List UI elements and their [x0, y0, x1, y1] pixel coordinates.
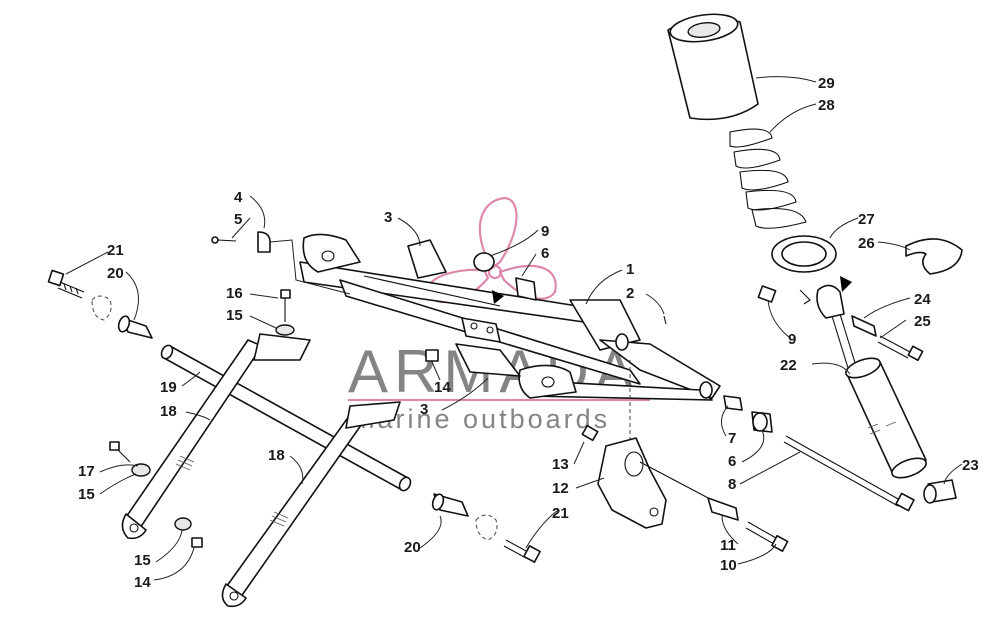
callout-labels: 21 20 4 5 3 9 6 1 2 16 15 19 18 14 3 17 …: [78, 75, 979, 591]
callout-15-low: 15: [134, 552, 151, 569]
callout-4: 4: [234, 189, 243, 206]
washer-15-top: [275, 324, 295, 336]
nut-13: [581, 424, 599, 442]
callout-21-left: 21: [107, 242, 124, 259]
callout-23: 23: [962, 457, 979, 474]
callout-1: 1: [626, 261, 634, 278]
nut-9-shock: [757, 285, 777, 303]
spring-28: [729, 128, 807, 229]
bolt-25: [877, 335, 924, 362]
bolt-10: [745, 521, 789, 552]
arm-hatch-right: [269, 511, 289, 527]
screw-16: [280, 289, 291, 322]
arm-hatch-left: [175, 455, 195, 471]
callout-5: 5: [234, 211, 242, 228]
clip-4: [257, 231, 271, 253]
callout-9-shock: 9: [788, 331, 796, 348]
washer-dashed-right: [475, 514, 498, 541]
callout-11: 11: [720, 537, 736, 554]
retainer-26: [905, 238, 963, 275]
bracket-12: [597, 437, 667, 529]
spacer-24: [851, 315, 877, 337]
callout-25: 25: [914, 313, 931, 330]
callout-15-top: 15: [226, 307, 243, 324]
axis-line-bracket: [639, 461, 713, 501]
callout-14-low: 14: [134, 574, 151, 591]
bushing-23: [923, 479, 957, 504]
washer-15-low: [174, 517, 192, 531]
callout-19: 19: [160, 379, 177, 396]
rear-arm-18-left: [121, 333, 311, 540]
arrow-marker-center: [492, 290, 504, 304]
spring-seat-27: [771, 235, 837, 273]
bolt-21-right: [503, 539, 541, 563]
bushing-20-right: [431, 493, 469, 517]
callout-6-right: 6: [728, 453, 736, 470]
washer-dashed-left: [91, 295, 112, 321]
washer-15-mid: [131, 463, 151, 477]
arrow-marker-shock: [840, 276, 852, 292]
shock-eye: [816, 284, 857, 369]
callout-24: 24: [914, 291, 931, 308]
nut-14-center: [425, 349, 439, 362]
callout-20-right: 20: [404, 539, 421, 556]
callout-18-left: 18: [160, 403, 177, 420]
callout-18-right: 18: [268, 447, 285, 464]
leader-lines: [65, 76, 963, 581]
callout-15-mid: 15: [78, 486, 95, 503]
callout-2: 2: [626, 285, 634, 302]
callout-17: 17: [78, 463, 95, 480]
axis-line-front: [363, 275, 501, 307]
callout-13: 13: [552, 456, 569, 473]
callout-3-top: 3: [384, 209, 392, 226]
boot-29: [667, 13, 759, 121]
callout-16: 16: [226, 285, 243, 302]
callout-3-center: 3: [420, 401, 428, 418]
bushing-20-left: [117, 315, 153, 339]
bushing-7: [723, 395, 743, 411]
long-bolt-8: [783, 435, 915, 512]
callout-27: 27: [858, 211, 875, 228]
bolt-21-left: [47, 269, 85, 299]
pin-2: [663, 315, 667, 325]
callout-22: 22: [780, 357, 797, 374]
front-arm-1: [299, 233, 721, 401]
screw-17: [109, 441, 131, 463]
shock-body-22: [845, 357, 927, 479]
callout-6-top: 6: [541, 245, 549, 262]
callout-9-top: 9: [541, 223, 549, 240]
callout-21-right: 21: [552, 505, 569, 522]
callout-29: 29: [818, 75, 835, 92]
callout-28: 28: [818, 97, 835, 114]
callout-20-left: 20: [107, 265, 124, 282]
spacer-11: [707, 497, 739, 521]
callout-14-center: 14: [434, 379, 451, 396]
callout-8: 8: [728, 476, 736, 493]
callout-26: 26: [858, 235, 875, 252]
pin-5: [211, 236, 237, 244]
callout-12: 12: [552, 480, 569, 497]
bushing-6-right: [751, 411, 773, 433]
nut-14-low: [191, 537, 203, 548]
callout-10: 10: [720, 557, 737, 574]
callout-7: 7: [728, 430, 736, 447]
bushing-9-6-center: [473, 252, 537, 301]
zigzag-shock: [799, 289, 811, 305]
rear-arm-18-right: [221, 401, 401, 608]
